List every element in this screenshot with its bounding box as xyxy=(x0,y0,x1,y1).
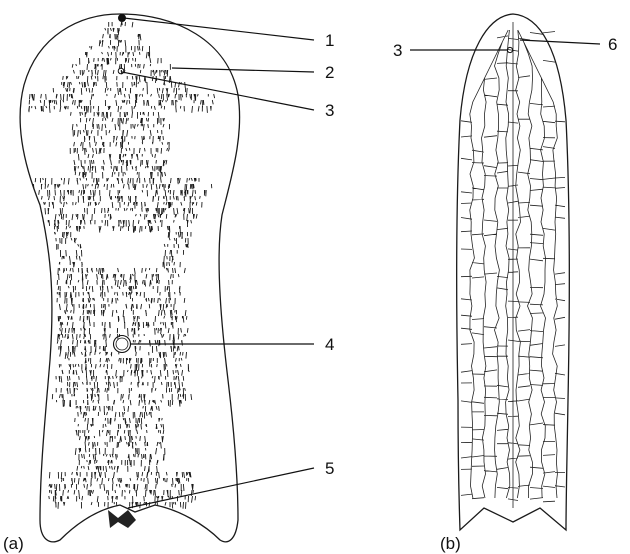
panel-b: 3 6 (b) xyxy=(393,14,617,553)
callout-a-1: 1 xyxy=(325,31,334,50)
callout-a-5: 5 xyxy=(325,459,334,478)
leader-a-1 xyxy=(124,18,314,40)
panel-b-cell-walls xyxy=(461,22,565,508)
leader-b-6 xyxy=(520,40,600,44)
leader-a-2 xyxy=(172,68,314,72)
panel-a-texture xyxy=(29,22,215,509)
panel-b-caption: (b) xyxy=(440,534,461,553)
leader-a-3 xyxy=(122,72,314,110)
panel-a-feature-4-inner xyxy=(116,338,128,350)
panel-a: 1 2 3 4 5 (a) xyxy=(3,14,334,553)
callout-b-3: 3 xyxy=(393,41,402,60)
panel-a-feature-5 xyxy=(108,510,136,528)
callout-a-3: 3 xyxy=(325,101,334,120)
panel-a-stipple-strokes xyxy=(29,22,215,509)
callout-a-4: 4 xyxy=(325,335,334,354)
panel-a-caption: (a) xyxy=(3,534,24,553)
callout-b-6: 6 xyxy=(608,35,617,54)
panel-b-cell-network xyxy=(461,22,565,508)
callout-a-2: 2 xyxy=(325,63,334,82)
